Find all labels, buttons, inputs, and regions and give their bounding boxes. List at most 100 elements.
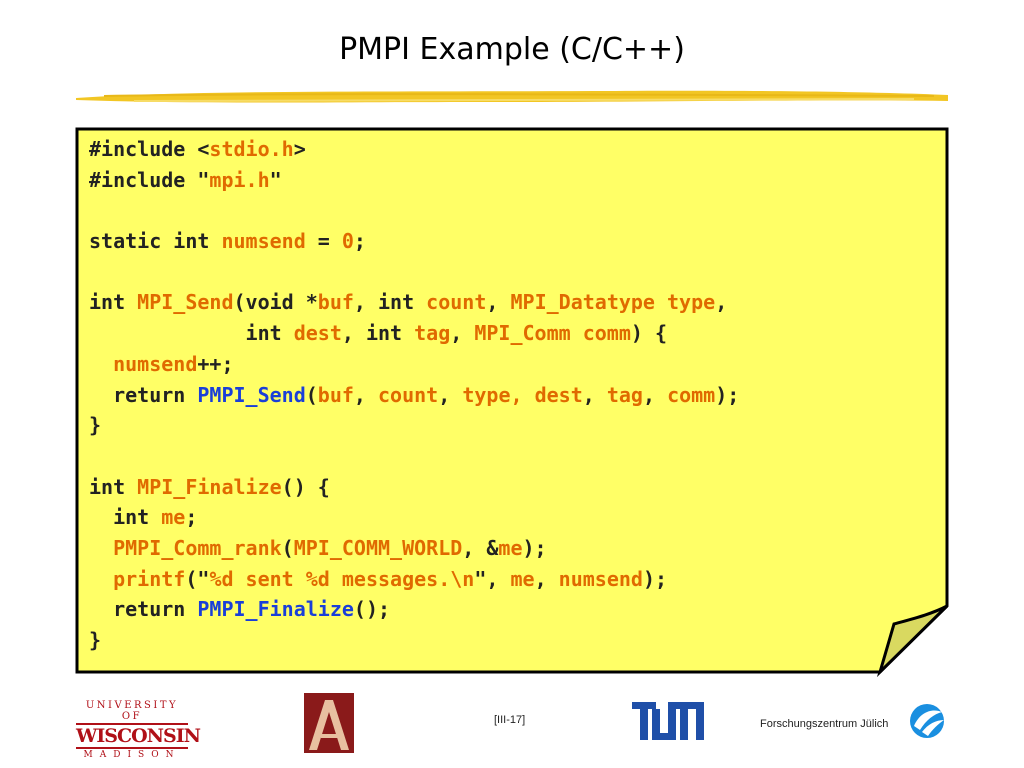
code-token: }: [89, 413, 102, 438]
code-token: );: [715, 382, 740, 407]
a-logo-icon: [304, 693, 354, 753]
code-token: (": [185, 566, 210, 591]
code-line: return PMPI_Finalize();: [89, 594, 739, 625]
code-line: }: [89, 410, 739, 441]
code-token: tag: [414, 321, 451, 346]
code-token: mpi.h: [209, 167, 270, 192]
code-token: }: [89, 628, 102, 652]
code-token: me: [161, 505, 186, 530]
code-token: static int: [89, 229, 222, 254]
footer: UNIVERSITY OF WISCONSIN MADISON [III-17]…: [0, 690, 1024, 768]
code-token: int: [89, 505, 162, 530]
code-token: MPI_Datatype type: [510, 290, 716, 315]
code-block: #include <stdio.h>#include "mpi.h" stati…: [89, 134, 739, 656]
code-token: ,: [534, 566, 559, 591]
code-line: int me;: [89, 502, 739, 533]
code-token: ) {: [630, 321, 668, 346]
code-token: %d sent %d messages.\n: [209, 566, 475, 591]
code-token: tag: [606, 382, 643, 407]
code-line: #include <stdio.h>: [89, 134, 739, 165]
code-token: MPI_Comm comm: [474, 321, 631, 346]
code-token: ": [269, 167, 282, 192]
code-token: MPI_COMM_WORLD: [293, 535, 463, 560]
code-token: printf: [113, 566, 186, 591]
code-token: int: [89, 321, 294, 346]
code-token: ,: [642, 382, 668, 407]
code-line: PMPI_Comm_rank(MPI_COMM_WORLD, &me);: [89, 533, 739, 564]
code-token: count: [426, 290, 487, 315]
code-token: ,: [582, 382, 607, 407]
code-token: comm: [667, 382, 716, 407]
code-token: (void *: [233, 290, 318, 315]
code-token: [89, 536, 113, 560]
code-token: #include <: [89, 137, 210, 161]
code-line: static int numsend = 0;: [89, 226, 739, 257]
code-token: );: [642, 566, 668, 591]
code-token: ,: [353, 382, 379, 407]
code-line: #include "mpi.h": [89, 165, 739, 196]
code-token: return: [89, 597, 198, 622]
code-token: return: [89, 382, 198, 407]
code-token: MPI_Send: [137, 290, 234, 315]
code-token: , &: [462, 535, 499, 560]
code-token: =: [305, 229, 342, 254]
title-underline: [76, 90, 948, 103]
uw-madison-logo: UNIVERSITY OF WISCONSIN MADISON: [76, 700, 201, 760]
code-token: dest: [293, 321, 342, 346]
code-line: [89, 257, 739, 288]
code-line: printf("%d sent %d messages.\n", me, num…: [89, 564, 739, 595]
uw-logo-top: UNIVERSITY OF: [76, 700, 188, 725]
code-token: ;: [185, 505, 198, 530]
code-token: >: [293, 137, 306, 161]
code-token: ",: [474, 566, 511, 591]
tum-logo-icon: [632, 702, 704, 740]
code-token: ,: [715, 290, 728, 315]
code-token: 0: [341, 229, 354, 254]
uw-logo-mid: WISCONSIN: [76, 725, 201, 747]
code-token: buf: [317, 290, 354, 315]
code-token: int: [89, 290, 138, 315]
code-token: count: [378, 382, 439, 407]
code-token: () {: [281, 474, 330, 499]
code-note: [75, 127, 949, 678]
code-line: }: [89, 625, 739, 656]
uw-logo-bot: MADISON: [76, 747, 188, 760]
code-token: ();: [353, 597, 391, 622]
code-token: #include ": [89, 167, 210, 192]
code-line: numsend++;: [89, 349, 739, 380]
code-token: ,: [450, 321, 475, 346]
code-token: (: [281, 535, 294, 560]
code-token: buf: [317, 382, 354, 407]
fz-juelich-label: Forschungszentrum Jülich: [760, 718, 889, 730]
code-token: int: [89, 474, 138, 499]
code-token: MPI_Finalize: [137, 474, 282, 499]
juelich-logo-icon: [910, 704, 944, 738]
code-token: [89, 567, 113, 591]
page-curl: [876, 604, 949, 678]
code-token: ,: [438, 382, 463, 407]
code-token: [89, 352, 113, 376]
code-token: ++;: [197, 351, 234, 376]
code-token: ;: [353, 229, 366, 254]
code-token: PMPI_Send: [197, 382, 306, 407]
code-token: PMPI_Comm_rank: [113, 535, 282, 560]
code-line: [89, 441, 739, 472]
page-number: [III-17]: [494, 714, 526, 726]
code-token: numsend: [221, 229, 306, 254]
code-token: stdio.h: [209, 137, 294, 161]
code-line: return PMPI_Send(buf, count, type, dest,…: [89, 380, 739, 411]
code-token: numsend: [113, 351, 198, 376]
code-token: (: [305, 382, 318, 407]
code-token: numsend: [558, 566, 643, 591]
code-line: int dest, int tag, MPI_Comm comm) {: [89, 318, 739, 349]
code-token: , int: [341, 321, 415, 346]
code-token: type, dest: [462, 382, 583, 407]
code-token: me: [510, 566, 535, 591]
code-token: );: [522, 535, 547, 560]
code-token: me: [498, 535, 523, 560]
code-token: PMPI_Finalize: [197, 597, 354, 622]
code-line: int MPI_Send(void *buf, int count, MPI_D…: [89, 287, 739, 318]
code-line: [89, 195, 739, 226]
code-token: , int: [353, 290, 427, 315]
code-line: int MPI_Finalize() {: [89, 472, 739, 503]
